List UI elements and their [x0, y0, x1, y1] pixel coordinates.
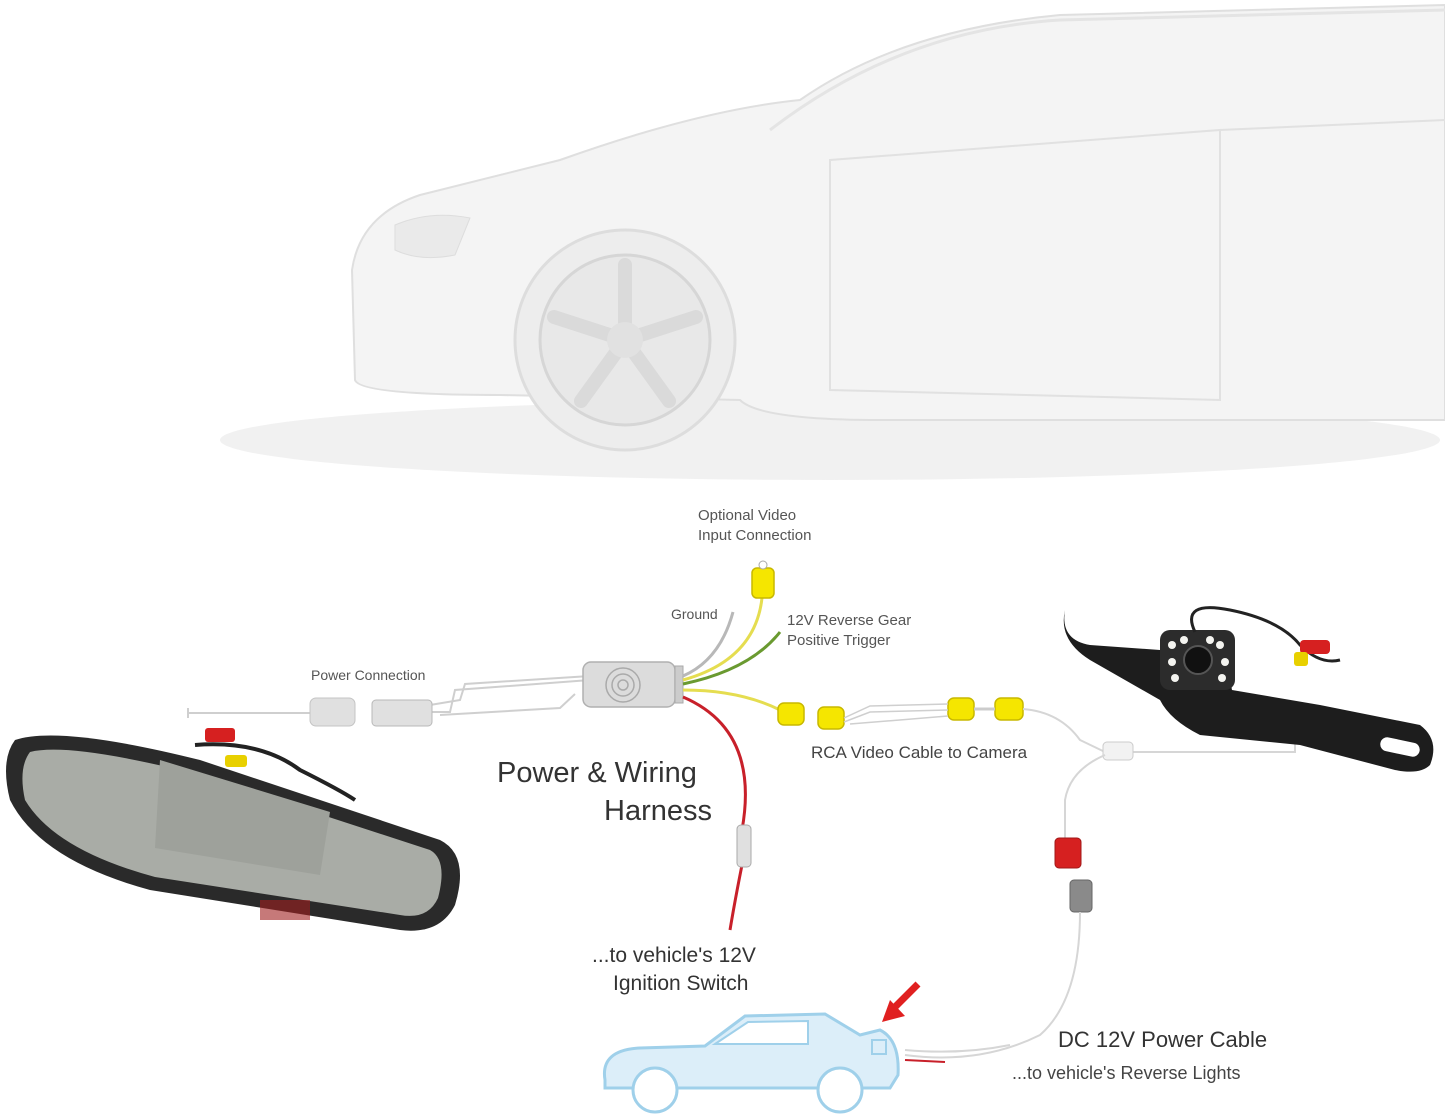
- vehicle-icon: [602, 1012, 900, 1114]
- label-line: Power & Wiring: [497, 757, 697, 789]
- label-line: Positive Trigger: [787, 631, 891, 649]
- power-connection-cable: [187, 675, 591, 718]
- label-line: 12V Reverse Gear: [787, 612, 912, 629]
- label-ground: Ground: [671, 606, 718, 622]
- rca-video-cable: [843, 703, 949, 725]
- label-reverse-lights: ...to vehicle's Reverse Lights: [1012, 1063, 1241, 1083]
- power-plug-male: [371, 699, 433, 727]
- rca-plug-cable-end: [817, 706, 845, 730]
- background-car-image: [220, 3, 1445, 480]
- label-ignition-switch: ...to vehicle's 12V Ignition Switch: [592, 942, 756, 999]
- ground-wire: [682, 611, 735, 678]
- power-plug-female: [309, 697, 356, 727]
- camera-cable: [1022, 708, 1296, 753]
- harness-connector-block: [582, 661, 684, 708]
- red-arrow-icon: [882, 981, 921, 1022]
- label-line: ...to vehicle's 12V: [592, 944, 756, 967]
- label-line: Input Connection: [698, 526, 812, 544]
- inline-fuse: [736, 824, 752, 868]
- rca-plug-cable-far: [947, 697, 975, 721]
- rca-plug-camera: [994, 697, 1024, 721]
- label-power-wiring-harness: Power & Wiring Harness: [497, 755, 712, 830]
- label-line: Optional Video: [698, 507, 797, 524]
- license-plate-camera-image: [1063, 606, 1434, 772]
- dc-plug-grey: [1069, 879, 1093, 913]
- rca-plug-optional-video: [751, 567, 775, 599]
- rearview-mirror-monitor-image: [6, 728, 460, 931]
- dc-power-cable: [904, 911, 1081, 1059]
- optional-video-wire: [682, 597, 764, 682]
- label-optional-video: Optional Video Input Connection: [698, 506, 811, 545]
- label-reverse-gear-trigger: 12V Reverse Gear Positive Trigger: [787, 611, 911, 650]
- cable-splitter: [1102, 741, 1134, 761]
- reverse-trigger-wire: [682, 631, 782, 686]
- label-line: Ignition Switch: [613, 972, 749, 996]
- rca-plug-harness-video: [777, 702, 805, 726]
- label-rca-cable: RCA Video Cable to Camera: [811, 743, 1028, 762]
- video-out-wire: [682, 688, 781, 712]
- label-power-connection: Power Connection: [311, 667, 426, 683]
- dc-plug-red: [1054, 837, 1082, 869]
- ignition-power-wire: [682, 695, 747, 931]
- label-line: Harness: [604, 794, 712, 827]
- label-dc-power-cable: DC 12V Power Cable: [1058, 1027, 1268, 1052]
